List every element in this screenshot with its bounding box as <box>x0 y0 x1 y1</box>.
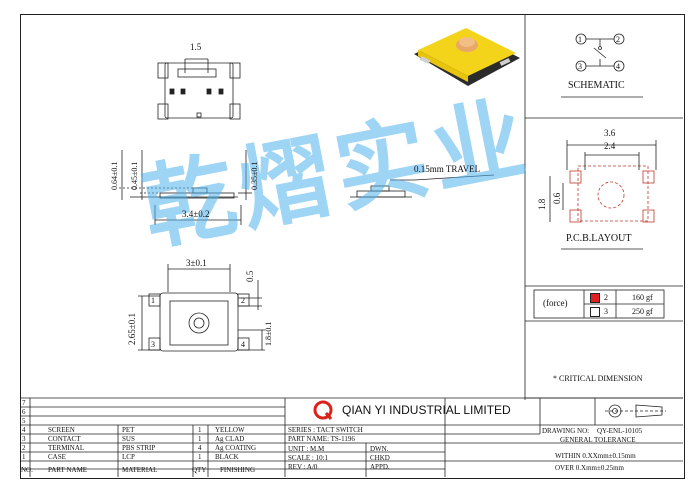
unit-field: UNIT : M.M <box>288 445 325 453</box>
chkd-field: CHKD <box>370 454 390 462</box>
bom-header-part-name: PART NAME <box>48 466 88 474</box>
bom-finish-3: Ag CLAD <box>215 435 245 443</box>
travel-label: 0.15mm TRAVEL <box>414 164 481 174</box>
bom-material-2: PBS STRIP <box>122 444 156 452</box>
top-view <box>157 58 241 120</box>
projection-symbol <box>605 404 666 418</box>
dim-lead: 0.5 <box>245 270 255 282</box>
bom-header-material: MATERIAL <box>122 466 158 474</box>
row-num-7: 7 <box>22 399 26 407</box>
bom-qty-3: 1 <box>198 435 202 443</box>
bom-part-4: SCREEN <box>48 426 75 434</box>
bom-qty-4: 1 <box>198 426 202 434</box>
bottom-pin-1: 1 <box>151 296 155 305</box>
travel-detail <box>350 174 495 198</box>
row-num-4: 4 <box>22 426 26 434</box>
schematic-label: SCHEMATIC <box>568 80 625 91</box>
title-block-lines <box>20 397 683 477</box>
pcb-label: P.C.B.LAYOUT <box>566 233 632 244</box>
bom-part-1: CASE <box>48 453 66 461</box>
dim-bottom-width: 3±0.1 <box>186 258 207 268</box>
bom-material-3: SUS <box>122 435 135 443</box>
drawing-no-label: DRAWING NO: <box>542 427 590 435</box>
tolerance-over: OVER 0.Xmm±0.25mm <box>555 464 624 472</box>
schematic-diagram <box>561 33 643 98</box>
pcb-width-outer: 3.6 <box>604 128 616 138</box>
pcb-layout-diagram <box>549 140 657 250</box>
bottom-pin-4: 4 <box>241 340 245 349</box>
appd-field: APPD. <box>370 463 390 471</box>
bottom-pin-3: 3 <box>151 340 155 349</box>
force-table <box>533 289 665 319</box>
side-view <box>119 150 252 225</box>
bom-material-4: PET <box>122 426 135 434</box>
bom-finish-2: Ag COATING <box>215 444 257 452</box>
bom-qty-2: 4 <box>198 444 202 452</box>
bom-qty-1: 1 <box>198 453 202 461</box>
bom-finish-4: YELLOW <box>215 426 245 434</box>
bom-header-qty: QTY <box>192 466 207 474</box>
force-label: (force) <box>543 298 568 308</box>
drawing-frame <box>20 14 685 479</box>
scale-field: SCALE : 10:1 <box>288 454 329 462</box>
schematic-pin-2: 2 <box>616 35 620 44</box>
series-field: SERIES : TACT SWITCH <box>288 426 363 434</box>
bom-part-3: CONTACT <box>48 435 81 443</box>
pcb-height-inner: 0.6 <box>552 192 562 204</box>
bom-header-finishing: FINISHING <box>220 466 255 474</box>
company-logo <box>313 400 333 420</box>
force-option-2-value: 250 gf <box>632 307 653 316</box>
schematic-pin-4: 4 <box>616 62 620 71</box>
bottom-pin-2: 2 <box>241 296 245 305</box>
critical-dimension-note: * CRITICAL DIMENSION <box>553 374 643 383</box>
tolerance-within: WITHIN 0.XXmm±0.15mm <box>555 452 636 460</box>
force-option-1-value: 160 gf <box>632 293 653 302</box>
row-num-5: 5 <box>22 417 26 425</box>
dim-pad: 1.8±0.1 <box>264 321 273 346</box>
pcb-width-inner: 2.4 <box>604 141 616 151</box>
drawing-no: QY-ENL-10105 <box>597 427 643 435</box>
row-num-1: 1 <box>22 453 26 461</box>
force-option-2-num: 3 <box>604 307 608 316</box>
bom-finish-1: BLACK <box>215 453 239 461</box>
bom-part-2: TERMINAL <box>48 444 85 452</box>
dwn-field: DWN. <box>370 445 389 453</box>
general-tolerance-label: GENERAL TOLERANCE <box>560 436 636 444</box>
rev-field: REV : A/0 <box>288 463 318 471</box>
schematic-pin-3: 3 <box>578 62 582 71</box>
force-option-2-swatch <box>590 307 600 317</box>
dim-height-total: 0.64±0.1 <box>110 161 119 190</box>
dim-height-right: 0.35±0.1 <box>250 161 259 190</box>
dim-width: 3.4±0.2 <box>182 209 210 219</box>
dim-bottom-height: 2.65±0.1 <box>127 313 137 345</box>
pcb-height-outer: 1.8 <box>537 198 547 210</box>
row-num-2: 2 <box>22 444 26 452</box>
schematic-pin-1: 1 <box>578 35 582 44</box>
dim-height-body: 0.45±0.1 <box>130 161 139 190</box>
part-name-field: PART NAME: TS-1196 <box>288 435 355 443</box>
company-name: QIAN YI INDUSTRIAL LIMITED <box>342 403 511 417</box>
product-photo <box>414 28 520 86</box>
force-option-1-num: 2 <box>604 293 608 302</box>
row-num-3: 3 <box>22 435 26 443</box>
pitch-dimension: 1.5 <box>190 42 202 52</box>
bom-header-no: NO. <box>21 466 33 474</box>
row-num-6: 6 <box>22 408 26 416</box>
bottom-view <box>138 264 265 352</box>
bom-material-1: LCP <box>122 453 135 461</box>
force-option-1-swatch <box>590 293 600 303</box>
